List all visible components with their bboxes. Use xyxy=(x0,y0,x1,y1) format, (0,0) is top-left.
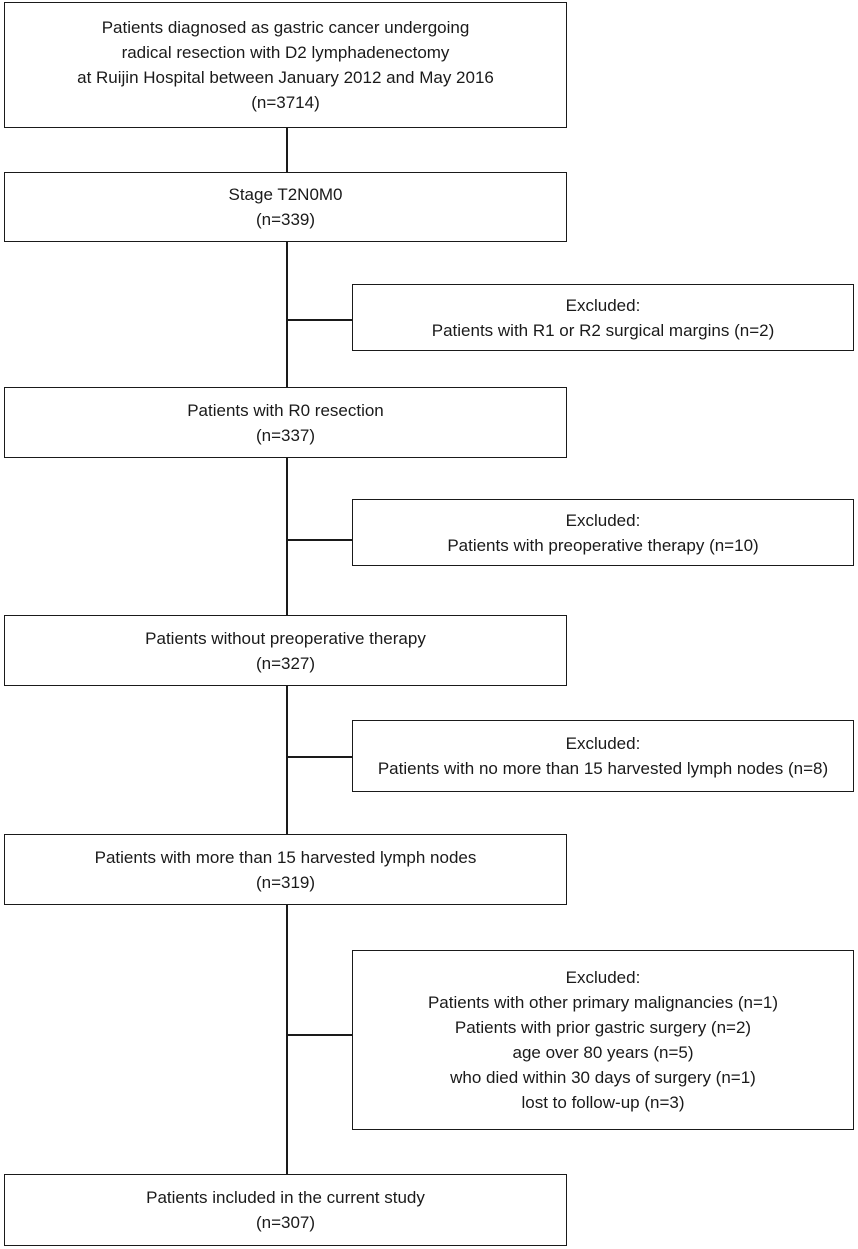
flow-box-no-preoperative: Patients without preoperative therapy (n… xyxy=(4,615,567,686)
flow-box-included: Patients included in the current study (… xyxy=(4,1174,567,1246)
exclusion-box-margins: Excluded: Patients with R1 or R2 surgica… xyxy=(352,284,854,351)
exclusion-heading: Excluded: xyxy=(565,968,641,987)
exclusion-item: Patients with prior gastric surgery (n=2… xyxy=(454,1018,752,1037)
box-count: (n=307) xyxy=(255,1213,316,1232)
box-text-line: Patients diagnosed as gastric cancer und… xyxy=(101,18,470,37)
connector-step2-step3 xyxy=(286,242,288,387)
box-text-line: Patients included in the current study xyxy=(146,1188,425,1207)
branch-exclusion1 xyxy=(286,319,352,321)
exclusion-box-preoperative: Excluded: Patients with preoperative the… xyxy=(352,499,854,566)
flow-box-diagnosed: Patients diagnosed as gastric cancer und… xyxy=(4,2,567,128)
connector-step3-step4 xyxy=(286,458,288,615)
box-count: (n=337) xyxy=(255,425,316,445)
exclusion-item: Patients with preoperative therapy (n=10… xyxy=(447,535,759,555)
flow-box-r0-resection: Patients with R0 resection (n=337) xyxy=(4,387,567,458)
box-text-line: Patients with R0 resection xyxy=(187,400,384,420)
flow-box-stage: Stage T2N0M0 (n=339) xyxy=(4,172,567,242)
box-count: (n=339) xyxy=(255,210,316,229)
box-text-line: at Ruijin Hospital between January 2012 … xyxy=(77,68,494,87)
box-count: (n=327) xyxy=(255,653,316,673)
exclusion-heading: Excluded: xyxy=(565,295,641,315)
branch-exclusion4 xyxy=(286,1034,352,1036)
exclusion-heading: Excluded: xyxy=(565,734,641,753)
box-text-line: radical resection with D2 lymphadenectom… xyxy=(121,43,450,62)
exclusion-item: Patients with other primary malignancies… xyxy=(427,993,779,1012)
branch-exclusion3 xyxy=(286,756,352,758)
exclusion-heading: Excluded: xyxy=(565,510,641,530)
box-count: (n=319) xyxy=(255,872,316,892)
exclusion-item: Patients with R1 or R2 surgical margins … xyxy=(431,320,775,340)
flow-box-lymph-nodes: Patients with more than 15 harvested lym… xyxy=(4,834,567,905)
exclusion-item: who died within 30 days of surgery (n=1) xyxy=(450,1068,756,1087)
exclusion-item: lost to follow-up (n=3) xyxy=(521,1093,685,1112)
branch-exclusion2 xyxy=(286,539,352,541)
exclusion-item: Patients with no more than 15 harvested … xyxy=(377,759,829,778)
exclusion-item: age over 80 years (n=5) xyxy=(512,1043,694,1062)
connector-step4-step5 xyxy=(286,686,288,834)
box-text-line: Stage T2N0M0 xyxy=(228,185,343,204)
exclusion-box-other: Excluded: Patients with other primary ma… xyxy=(352,950,854,1130)
box-count: (n=3714) xyxy=(251,93,320,112)
connector-step1-step2 xyxy=(286,128,288,172)
exclusion-box-lymph-nodes: Excluded: Patients with no more than 15 … xyxy=(352,720,854,792)
box-text-line: Patients without preoperative therapy xyxy=(145,628,426,648)
connector-step5-step6 xyxy=(286,905,288,1174)
box-text-line: Patients with more than 15 harvested lym… xyxy=(94,847,477,867)
